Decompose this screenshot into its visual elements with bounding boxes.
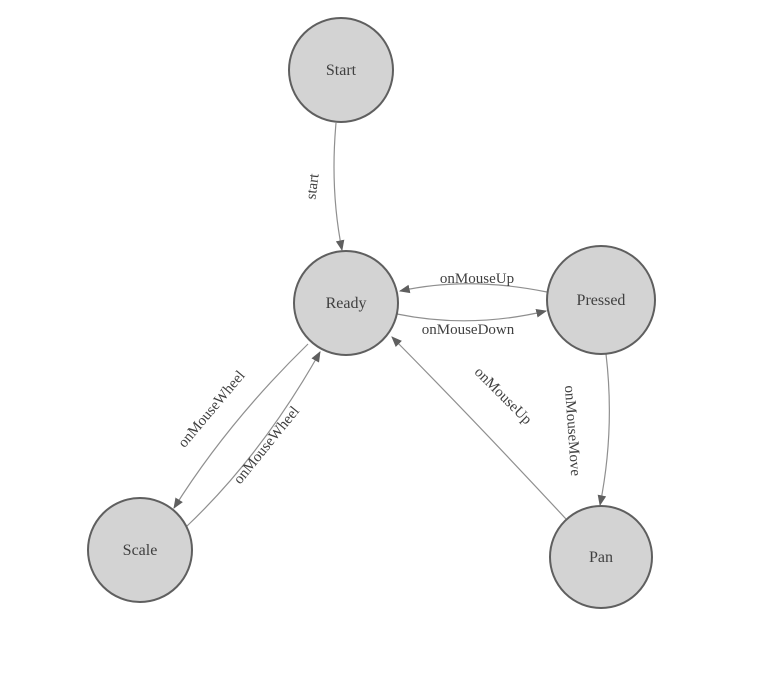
transition-arrow-pressed-to-ready	[398, 283, 548, 294]
transition-start-to-ready: start	[304, 122, 345, 252]
state-circle-pan	[549, 505, 653, 609]
transition-ready-to-pressed: onMouseDown	[396, 309, 548, 338]
state-circle-scale	[87, 497, 193, 603]
state-node-start: Start	[288, 17, 394, 123]
transition-arrow-scale-to-ready	[185, 351, 321, 528]
state-label-start: Start	[326, 62, 357, 79]
transition-arrow-start-to-ready	[333, 122, 345, 252]
state-label-pan: Pan	[589, 549, 613, 566]
transition-label-start-to-ready: start	[304, 172, 323, 200]
transition-label-ready-to-pressed: onMouseDown	[422, 322, 515, 338]
transition-arrow-ready-to-pressed	[396, 309, 548, 322]
state-circle-start	[288, 17, 394, 123]
state-circle-ready	[293, 250, 399, 356]
state-label-ready: Ready	[326, 295, 367, 312]
transition-pan-to-ready: onMouseUp	[391, 336, 567, 520]
transition-label-pan-to-ready: onMouseUp	[471, 364, 535, 428]
transition-arrow-ready-to-scale	[173, 343, 309, 509]
transition-pressed-to-pan: onMouseMove	[561, 353, 610, 507]
transition-scale-to-ready: onMouseWheel	[185, 351, 321, 528]
state-label-pressed: Pressed	[577, 292, 626, 309]
transition-arrow-pressed-to-pan	[597, 353, 610, 507]
state-node-pressed: Pressed	[546, 245, 656, 355]
state-circle-pressed	[546, 245, 656, 355]
state-node-pan: Pan	[549, 505, 653, 609]
transition-label-ready-to-scale: onMouseWheel	[175, 368, 248, 451]
transition-label-pressed-to-pan: onMouseMove	[561, 385, 583, 477]
transition-arrow-pan-to-ready	[391, 336, 567, 520]
state-node-scale: Scale	[87, 497, 193, 603]
state-node-ready: Ready	[293, 250, 399, 356]
state-label-scale: Scale	[123, 542, 158, 559]
transition-pressed-to-ready: onMouseUp	[398, 271, 548, 294]
transition-label-pressed-to-ready: onMouseUp	[440, 271, 514, 287]
